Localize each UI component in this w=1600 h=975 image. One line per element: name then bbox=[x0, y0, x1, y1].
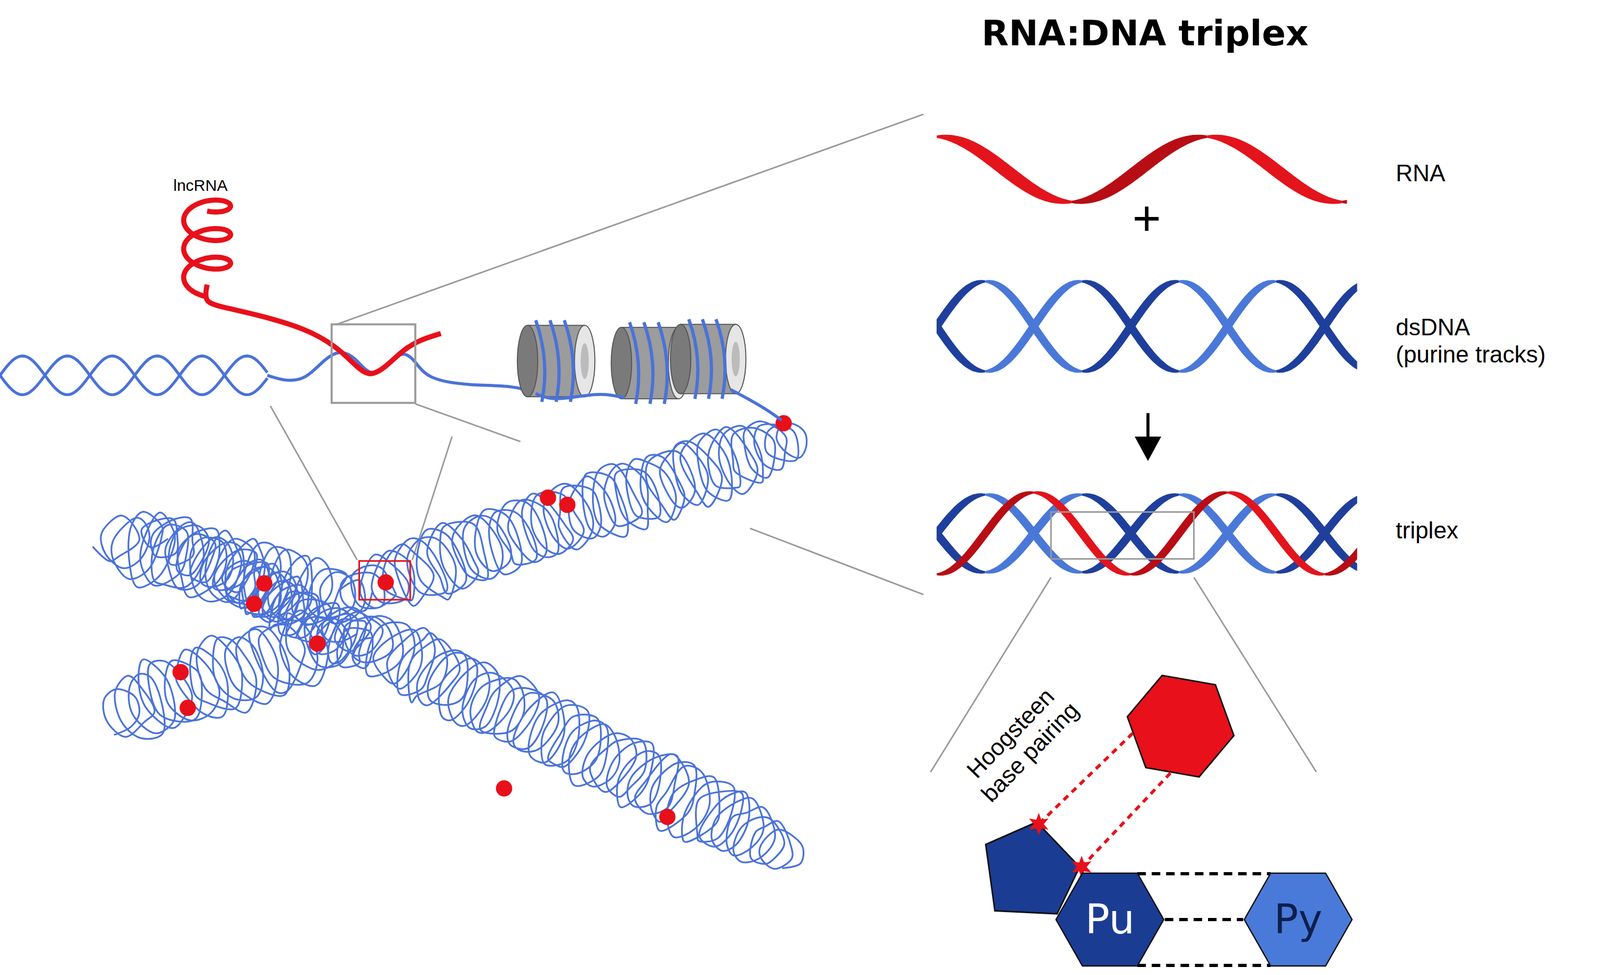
dna-strand bbox=[936, 280, 986, 334]
binding-site-dot bbox=[659, 809, 676, 826]
dna-linker bbox=[730, 389, 782, 421]
dna-strand bbox=[1179, 280, 1277, 373]
chromatin-fiber bbox=[102, 610, 352, 740]
triplex-rna-strand bbox=[1130, 491, 1228, 576]
binding-site-dot bbox=[496, 780, 513, 798]
watson-crick-bond bbox=[1137, 964, 1271, 968]
base-label: Py bbox=[1274, 897, 1323, 943]
dna-helix-strand bbox=[0, 356, 268, 396]
binding-site-dot bbox=[172, 664, 189, 682]
triplex-rna-strand bbox=[1227, 491, 1325, 576]
rna-ribbon bbox=[936, 134, 1072, 205]
node-text-box: Pu bbox=[1054, 872, 1165, 968]
plus-sign: + bbox=[1132, 190, 1162, 247]
triplex-rna-strand bbox=[1324, 547, 1357, 576]
zoom-line bbox=[415, 404, 521, 443]
dna-wrap bbox=[715, 319, 725, 399]
dna-strand bbox=[1179, 280, 1277, 373]
dna-strand bbox=[1276, 283, 1358, 373]
chromatin-fiber bbox=[321, 607, 804, 870]
histone-face bbox=[670, 324, 691, 394]
dna-strand bbox=[1082, 280, 1180, 373]
triplex-dna-strand bbox=[985, 493, 1083, 574]
triplex-rna-strand bbox=[1033, 491, 1131, 576]
binding-site-dot bbox=[256, 575, 273, 592]
figure-title: RNA:DNA triplex bbox=[981, 12, 1309, 54]
rna-label: lncRNA bbox=[173, 176, 228, 196]
dna-wrap bbox=[629, 322, 639, 405]
panel-label: triplex bbox=[1395, 517, 1459, 545]
chromatin-fiber bbox=[340, 421, 807, 612]
zoom-line bbox=[749, 528, 924, 595]
binding-site-dot bbox=[179, 700, 197, 717]
dna-strand bbox=[1082, 280, 1180, 373]
binding-site-dot bbox=[245, 595, 263, 613]
histone-face bbox=[574, 325, 595, 397]
base-hexagon: Py bbox=[1243, 872, 1354, 968]
dna-helix-strand bbox=[0, 356, 268, 396]
dna-wrap bbox=[658, 322, 668, 405]
binding-site-dot bbox=[558, 497, 576, 514]
rna-ribbon bbox=[1342, 200, 1348, 204]
dna-wrap bbox=[688, 319, 698, 399]
watson-crick-bond bbox=[1164, 918, 1244, 922]
histone-face bbox=[725, 324, 746, 394]
triplex-dna-strand bbox=[985, 493, 1083, 574]
dna-wrap bbox=[535, 320, 545, 403]
dna-single-strand bbox=[267, 352, 536, 394]
zoom-box bbox=[1051, 512, 1195, 559]
dna-wrap bbox=[643, 322, 653, 405]
triplex-dna-strand bbox=[936, 493, 986, 541]
dna-wrap bbox=[549, 320, 559, 403]
zoom-line bbox=[270, 405, 358, 560]
binding-site-dot bbox=[309, 635, 326, 653]
histone-face bbox=[611, 327, 632, 399]
hoogsteen-bond bbox=[1041, 733, 1133, 823]
hexagon-shape bbox=[1056, 873, 1164, 967]
hoogsteen-bond bbox=[1083, 773, 1171, 866]
dna-strand bbox=[985, 280, 1083, 373]
dna-linker bbox=[535, 394, 624, 399]
binding-site-dot bbox=[539, 489, 557, 507]
panel-label: dsDNA (purine tracks) bbox=[1395, 314, 1549, 368]
triplex-dna-strand bbox=[1082, 493, 1180, 574]
triplex-dna-strand bbox=[1082, 493, 1180, 574]
zoom-line bbox=[412, 436, 453, 561]
panel-label: RNA bbox=[1395, 160, 1446, 188]
histone-face-inner bbox=[731, 341, 740, 377]
dna-strand bbox=[985, 280, 1083, 373]
base-hexagon: Pu bbox=[1054, 872, 1165, 968]
node-text-box: Py bbox=[1243, 872, 1354, 968]
rna-ribbon bbox=[1206, 134, 1343, 205]
zoom-box bbox=[331, 324, 416, 403]
hexagon-shape bbox=[1244, 873, 1352, 967]
arrow-shaft bbox=[1146, 413, 1150, 442]
annotation-label: Hoogsteen base pairing bbox=[955, 677, 1086, 810]
histone-face-inner bbox=[580, 343, 589, 380]
histone-face bbox=[517, 325, 538, 397]
base-label: Pu bbox=[1085, 897, 1135, 943]
chromatin-fiber bbox=[141, 517, 319, 626]
dna-wrap bbox=[564, 320, 574, 403]
binding-site-dot bbox=[377, 574, 395, 591]
lncrna-strand bbox=[205, 284, 442, 374]
dna-strand bbox=[936, 319, 986, 373]
rna-base-hexagon bbox=[1127, 675, 1235, 778]
purine-pentagon bbox=[985, 822, 1080, 915]
lncrna-coil bbox=[183, 200, 231, 297]
nucleosome bbox=[670, 319, 747, 399]
scaled-illustration bbox=[0, 114, 1358, 915]
triplex-rna-strand bbox=[936, 491, 1034, 576]
zoom-line bbox=[336, 114, 924, 325]
nucleosome bbox=[517, 320, 595, 403]
bond-star bbox=[1028, 813, 1048, 836]
dna-wrap bbox=[702, 319, 712, 399]
highlight-box bbox=[358, 561, 411, 600]
watson-crick-bond bbox=[1137, 872, 1271, 876]
arrow-head bbox=[1134, 436, 1162, 462]
